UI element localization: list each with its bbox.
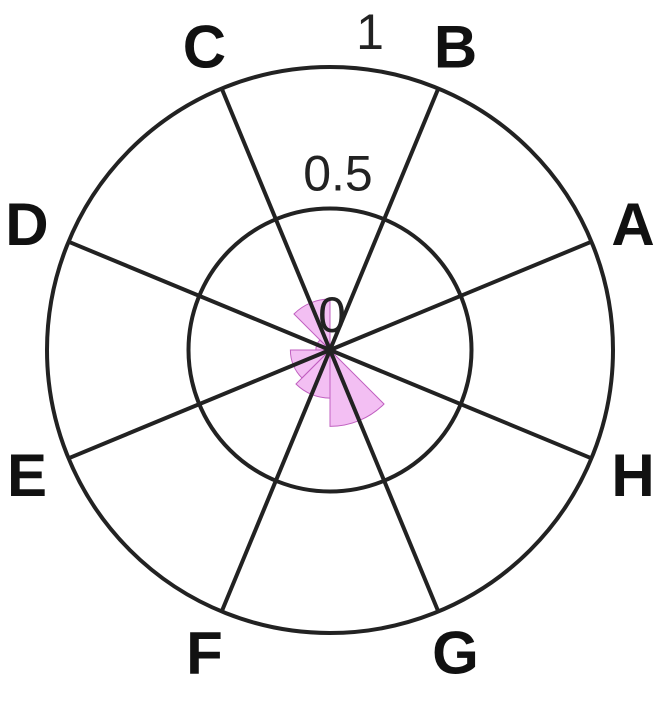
- grid-ring-2: [45, 65, 615, 635]
- category-label-b: B: [434, 13, 477, 80]
- radial-tick-0: 0: [318, 287, 346, 343]
- category-label-g: G: [432, 620, 479, 687]
- spoke-d: [67, 239, 331, 352]
- category-label-c: C: [183, 13, 226, 80]
- category-label-h: H: [611, 442, 654, 509]
- category-label-e: E: [7, 442, 47, 509]
- spoke-b: [328, 87, 441, 351]
- spoke-h: [329, 348, 593, 461]
- grid-ring-1: [186, 206, 474, 494]
- radial-tick-1: 0.5: [303, 146, 373, 202]
- label-layer: A B C D E F G H 0 0.5 1: [5, 4, 654, 687]
- category-label-d: D: [5, 191, 48, 258]
- category-label-a: A: [611, 191, 654, 258]
- spoke-e: [67, 348, 331, 461]
- spoke-a: [329, 239, 593, 352]
- spoke-c: [219, 87, 332, 351]
- radial-tick-2: 1: [356, 4, 384, 60]
- grid-layer: [45, 65, 615, 635]
- spoke-g: [328, 349, 441, 613]
- category-label-f: F: [186, 620, 223, 687]
- spoke-f: [219, 349, 332, 613]
